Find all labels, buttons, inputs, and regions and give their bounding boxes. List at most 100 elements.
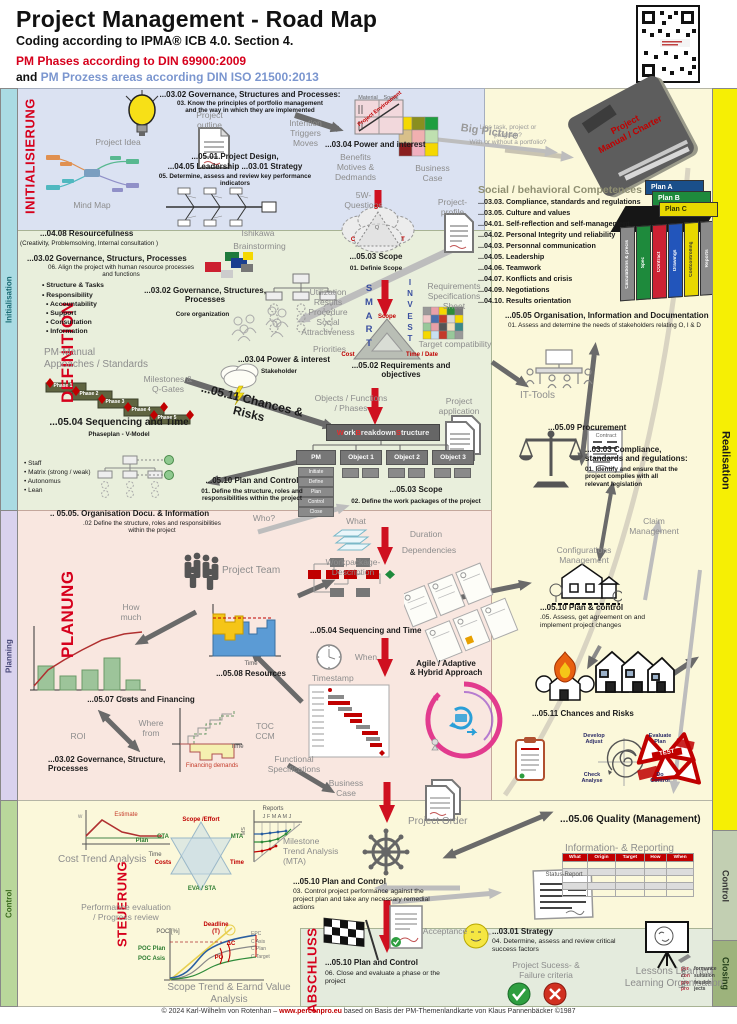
diagram-label: J F M A M J: [262, 814, 292, 820]
eva-chart-icon: [164, 924, 264, 981]
diagram-label: Who?: [252, 513, 276, 523]
diagram-label: ...03.03 Compliance, standards and regul…: [585, 445, 688, 464]
diagram-label: Performance evaluation / Progress review: [81, 902, 171, 923]
wbs-node: Close: [298, 507, 334, 517]
diagram-label: 03. Know the principles of portfolio man…: [177, 100, 323, 115]
wbs-title-part: tructure: [400, 428, 430, 437]
wbs-title-part: W: [336, 428, 344, 437]
diagram-label: Time / Date: [406, 352, 438, 358]
diagram-label: ...05.03 Scope: [389, 485, 443, 494]
diagram-label: ...05.11 Chances and Risks: [532, 709, 634, 718]
clock-icon: [316, 644, 342, 670]
diagram-label: (Creativity, Problemsolving, Internal co…: [20, 240, 159, 247]
report-cell: [615, 875, 645, 883]
diagram-label: Estimate: [114, 812, 138, 818]
diagram-label: ...03.04 Power & interest: [237, 355, 331, 364]
diagram-label: ...03.04 Power and interest: [325, 140, 426, 149]
diagram-label: Business Case: [415, 163, 450, 184]
diagram-label: ...04.10. Results orientation: [478, 296, 572, 305]
footer-link[interactable]: www.perconpro.eu: [279, 1008, 342, 1015]
diagram-label: T: [401, 237, 405, 243]
mind-map-icon: [46, 155, 139, 192]
footer-copyright: © 2024 Karl-Wilhelm von Rotenhan –: [161, 1008, 280, 1015]
success-check-icon: [507, 982, 531, 1006]
storm-cloud-icon: [220, 363, 259, 406]
report-cell: [615, 882, 645, 890]
diagram-label: per con pro pro: [681, 966, 690, 993]
project-team-ic: [184, 552, 219, 590]
diagram-label: ...04.02. Personal Integrity und reliabi…: [478, 230, 616, 239]
agile-scrum-cycle-icon: [425, 681, 503, 759]
header-din-iso: and PM Prozess areas according DIN ISO 2…: [16, 70, 616, 84]
diagram-label: Ishikawa: [241, 228, 275, 238]
diagram-label: ...03.05. Culture and values: [478, 208, 571, 217]
diagram-label: C Asis: [251, 939, 266, 945]
diagram-label: 02. Define the work packages of the proj…: [351, 498, 481, 505]
phase-band-control: Control: [0, 800, 18, 1007]
ship-wheel-icon: [362, 828, 410, 876]
section-label-planung: PLANUNG: [58, 570, 77, 658]
report-cell: [643, 875, 668, 883]
wbs-title-part: B: [355, 428, 361, 437]
diagram-label: Financing demands: [185, 763, 239, 769]
diagram-label: • Consultation: [46, 319, 92, 326]
diagram-label: Project outline: [196, 110, 223, 131]
report-cell: [666, 882, 694, 890]
header-subtitle: Coding according to IPMA® ICB 4.0. Secti…: [16, 34, 294, 48]
diagram-label: ...05.03 Scope: [349, 252, 403, 261]
diagram-label: Priorities: [312, 344, 347, 354]
report-cell: [666, 861, 694, 869]
diagram-label: ...04.05 Leadership ...03.01 Strategy: [167, 162, 303, 171]
diagram-label: Scope /Effort: [182, 817, 220, 823]
diagram-label: ROI: [70, 731, 86, 741]
diagram-label: Milestone Trend Analysis (MTA): [283, 836, 339, 867]
diagram-label: Check Analyse: [581, 772, 603, 785]
diagram-label: ...04.01. Self-reflection and self-manag…: [478, 219, 630, 228]
wbs-tree-icon: [312, 439, 449, 450]
wbs-node: Object 1: [340, 450, 382, 465]
diagram-label: ...03.02 Governance, Structures, Process…: [144, 286, 266, 305]
diagram-label: What: [346, 516, 366, 526]
lessons-learned-flipchart-icon: [645, 921, 691, 969]
diagram-label: Phase 4: [131, 407, 151, 413]
sticky-notes-icon: [404, 562, 519, 663]
report-cell: [643, 882, 668, 890]
diagram-label: Plan: [135, 838, 149, 844]
diagram-label: POC Plan: [138, 946, 166, 952]
org-chart-planning-icon: [97, 455, 174, 498]
diagram-label: POC Asis: [138, 956, 166, 962]
diagram-label: ...05.07 Costs and Financing: [87, 695, 195, 704]
diagram-label: Acceptance: [422, 926, 468, 936]
diagram-label: Information- & Reporting: [565, 843, 674, 854]
diagram-label: 06. Align the project with human resourc…: [48, 264, 194, 279]
wbs-node: Plan: [298, 487, 334, 497]
diagram-label: Cost: [341, 352, 355, 358]
org-chart-icon: [265, 273, 337, 333]
costs-financing-chart-icon: [30, 626, 146, 691]
report-cell: [562, 861, 588, 869]
diagram-label: • Structure & Tasks: [42, 282, 104, 289]
stakeholder-people-icon: [231, 306, 289, 342]
diagram-label: Phase 1: [53, 383, 73, 389]
diagram-label: .. 05.05. Organisation Docu. & Informati…: [50, 509, 210, 518]
cost-trend-chart-icon: w: [77, 810, 170, 850]
diagram-label: Evaluate Plan: [648, 733, 672, 746]
diagram-label: 01. Identify and ensure that the project…: [585, 466, 678, 488]
diagram-label: 04. Determine, assess and review critica…: [492, 938, 616, 954]
diagram-label: Functional Specifications: [267, 754, 321, 775]
clipboard-icon: [515, 737, 545, 781]
diagram-label: Develop Adjust: [583, 733, 605, 746]
diagram-label: ...05.09 Procurement: [548, 423, 627, 432]
diagram-label: Scope: [377, 314, 396, 320]
diagram-label: CTA: [157, 834, 169, 840]
diagram-label: .05. Assess, get agreement on and implem…: [540, 614, 646, 630]
burning-house-icon: [535, 651, 595, 701]
diagram-label: ...04.06. Teamwork: [478, 263, 541, 272]
project-order-docs-icon: [425, 779, 461, 821]
requirements-grid-icon: [422, 306, 464, 340]
diagram-label: Social: [383, 95, 399, 101]
wbs-subnode: [408, 468, 425, 478]
diagram-label: ...05.10 Plan & control: [540, 603, 624, 612]
financing-demands-chart-icon: [172, 708, 242, 772]
failure-x-icon: [543, 982, 567, 1006]
